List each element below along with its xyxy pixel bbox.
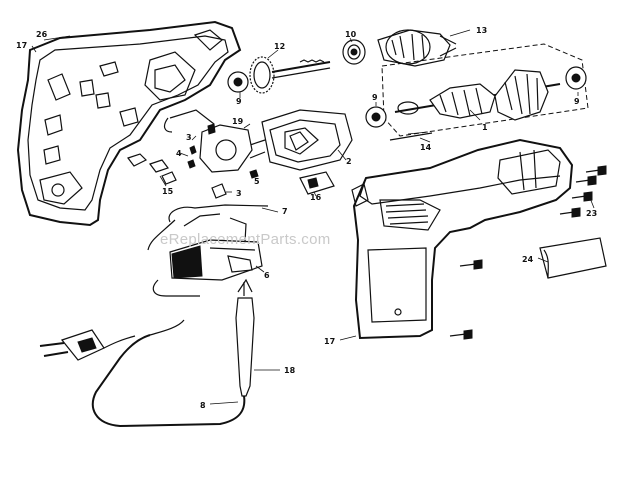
callout-19: 19 <box>232 117 244 126</box>
callout-10: 10 <box>345 30 357 39</box>
callout-4: 4 <box>176 149 182 158</box>
long-screw <box>389 132 433 141</box>
callout-17-right: 17 <box>324 337 335 346</box>
brush-holder <box>163 109 253 173</box>
armature-bearing-right <box>565 66 587 90</box>
callout-23: 23 <box>586 209 597 218</box>
armature-bearing-front <box>365 106 387 128</box>
callout-3-lower: 3 <box>236 189 242 198</box>
watermark: eReplacementParts.com <box>160 231 331 248</box>
bearing <box>227 71 249 93</box>
left-housing-half <box>16 20 242 227</box>
callout-13: 13 <box>476 26 487 35</box>
callout-15: 15 <box>162 187 174 196</box>
callout-leaders <box>31 29 595 405</box>
callout-5: 5 <box>254 177 260 186</box>
field-stator <box>249 109 353 171</box>
callout-12: 12 <box>274 42 285 51</box>
callout-9-center: 9 <box>372 93 378 102</box>
brush-assembly <box>127 153 177 185</box>
callout-26: 26 <box>36 30 48 39</box>
callout-8: 8 <box>200 401 206 410</box>
cord-protector <box>235 278 255 397</box>
trigger-switch <box>152 217 263 297</box>
callout-14: 14 <box>420 143 432 152</box>
callout-3-upper: 3 <box>186 133 192 142</box>
switch-cover <box>299 171 335 195</box>
callout-16: 16 <box>310 193 322 202</box>
gear <box>249 56 331 94</box>
callout-9-right: 9 <box>574 97 580 106</box>
nameplate-label <box>539 237 607 279</box>
callout-2: 2 <box>346 157 352 166</box>
callout-6: 6 <box>264 271 270 280</box>
armature <box>394 69 561 121</box>
callout-9-left: 9 <box>236 97 242 106</box>
line-cord-plug <box>39 319 246 428</box>
callout-17-left: 17 <box>16 41 27 50</box>
drill-chuck <box>377 29 457 67</box>
right-housing-half <box>351 138 574 340</box>
callout-24: 24 <box>522 255 534 264</box>
callout-7: 7 <box>282 207 288 216</box>
callout-1: 1 <box>482 123 488 132</box>
wire-leads <box>147 183 269 251</box>
callout-numbers: 26 17 12 10 13 9 9 9 1 19 2 3 4 5 15 16 … <box>16 26 597 410</box>
spindle-bearing <box>342 39 366 65</box>
callout-18: 18 <box>284 366 296 375</box>
